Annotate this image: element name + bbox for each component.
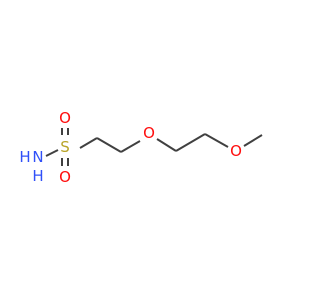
- molecule-structure: S O O N H H O O: [19, 109, 263, 186]
- bond-s-n: [45, 149, 59, 157]
- atom-oxygen-ether-1-label: O: [143, 124, 155, 142]
- bond-o1-c3: [156, 138, 177, 152]
- bond-s-c1: [79, 137, 98, 149]
- atom-oxygen-sulfonyl-bottom-label: O: [59, 168, 71, 186]
- bond-c2-o1: [120, 140, 141, 153]
- atom-sulfur-label: S: [60, 138, 70, 156]
- bond-s-o-double-bottom: [61, 158, 69, 166]
- bond-c4-o2: [204, 133, 229, 148]
- atom-nitrogen-label: N: [32, 148, 43, 166]
- bond-s-o-double-top: [61, 128, 69, 135]
- atom-oxygen-ether-2-label: O: [230, 142, 242, 160]
- atom-hydrogen-amine-left-label: H: [19, 148, 30, 166]
- bond-o2-methyl: [243, 134, 263, 147]
- bond-c1-c2: [96, 137, 122, 153]
- atom-oxygen-sulfonyl-top-label: O: [59, 109, 71, 127]
- atom-hydrogen-amine-below-label: H: [32, 167, 43, 185]
- bond-c3-c4: [175, 133, 206, 152]
